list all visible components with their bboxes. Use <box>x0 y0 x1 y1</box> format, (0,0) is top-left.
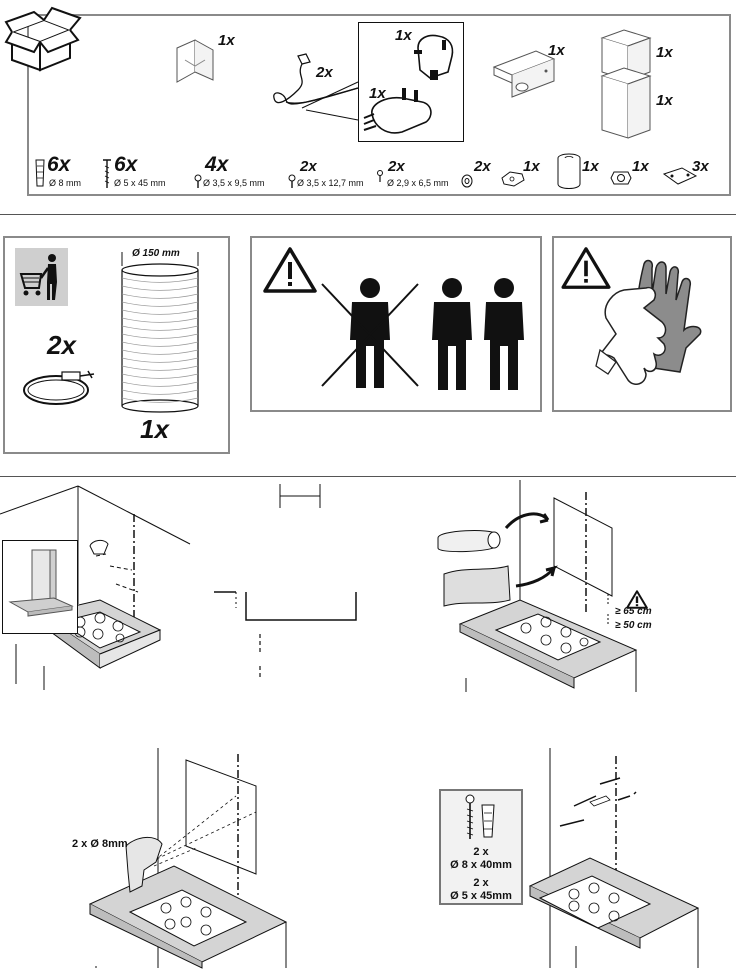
eu-plug-icon <box>363 88 432 134</box>
screw-qty-2: 2 x <box>473 877 489 889</box>
single-person-crossed-icon <box>321 278 419 388</box>
screw-small-icon-3 <box>377 170 383 182</box>
chimney-lower-qty: 1x <box>656 92 673 109</box>
screw-kit-callout <box>439 789 523 905</box>
min-height-top: ≥ 65 cm <box>615 606 652 617</box>
fixing-qty-7: 1x <box>523 158 540 175</box>
callout-leader-lines <box>301 81 359 121</box>
step4-fixing-illustration <box>528 748 700 968</box>
divider-1 <box>0 214 736 215</box>
fixing-qty-6: 2x <box>474 158 491 175</box>
warning-triangle-icon-2 <box>561 247 611 289</box>
cable-icon <box>273 53 359 105</box>
min-height-bottom: ≥ 50 cm <box>615 620 652 631</box>
chimney-upper-qty: 1x <box>656 44 673 61</box>
parts-box-frame <box>27 14 731 196</box>
step2-template-illustration <box>437 480 638 692</box>
duct-diameter: Ø 150 mm <box>132 248 180 259</box>
two-person-warning-frame <box>250 236 542 412</box>
gloves-warning-frame <box>552 236 732 412</box>
clip-icon <box>501 171 525 187</box>
bracket-icon <box>176 39 214 83</box>
screw-and-plug-icon <box>465 794 495 839</box>
protective-gloves-icon <box>595 259 702 385</box>
shopping-cart-icon <box>15 248 68 306</box>
fixing-size-2: Ø 5 x 45 mm <box>114 178 166 188</box>
measurement-diagram <box>214 484 357 680</box>
screw-size-1: Ø 8 x 40mm <box>450 859 512 871</box>
bracket-qty: 1x <box>218 32 235 49</box>
drill-label: 2 x Ø 8mm <box>72 838 128 850</box>
washer-icon <box>461 174 473 188</box>
open-box-icon <box>4 6 82 72</box>
fixing-qty-10: 3x <box>692 158 709 175</box>
step3-drilling-illustration <box>88 748 288 969</box>
divider-2 <box>0 476 736 477</box>
wall-bracket-qty: 1x <box>548 42 565 59</box>
fixing-qty-8: 1x <box>582 158 599 175</box>
eu-plug-qty: 1x <box>369 85 386 102</box>
flexible-duct-icon <box>121 263 199 413</box>
plate-icon <box>662 167 698 185</box>
screw-small-icon-1 <box>194 174 202 188</box>
fixing-qty-3: 4x <box>205 153 229 176</box>
duct-qty: 1x <box>140 414 169 444</box>
nut-icon <box>610 171 632 185</box>
screw-small-icon-2 <box>288 174 296 188</box>
spacer-tube-icon <box>557 153 581 189</box>
duct-dimension-line <box>121 252 199 266</box>
hood-icon <box>8 549 74 617</box>
uk-plug-icon <box>414 34 454 80</box>
optional-parts-frame <box>3 236 230 454</box>
clamp-qty: 2x <box>47 330 76 360</box>
fixing-qty-5: 2x <box>388 158 405 175</box>
fixing-size-4: Ø 3,5 x 12,7 mm <box>297 178 364 188</box>
fixing-qty-4: 2x <box>300 158 317 175</box>
fixing-size-1: Ø 8 mm <box>49 178 82 188</box>
chimney-lower-icon <box>600 67 652 139</box>
screw-large-icon <box>103 159 111 188</box>
fixing-qty-1: 6x <box>47 153 71 176</box>
fixing-size-3: Ø 3,5 x 9,5 mm <box>203 178 265 188</box>
screw-qty-1: 2 x <box>473 846 489 858</box>
fixing-size-5: Ø 2,9 x 6,5 mm <box>387 178 449 188</box>
wall-plug-icon <box>35 159 45 187</box>
fixing-qty-9: 1x <box>632 158 649 175</box>
warning-triangle-icon <box>263 247 317 293</box>
two-persons-icon <box>432 278 524 390</box>
uk-plug-qty: 1x <box>395 27 412 44</box>
fixing-qty-2: 6x <box>114 153 138 176</box>
hose-clamp-icon <box>23 370 95 405</box>
cable-qty: 2x <box>316 64 333 81</box>
warning-triangle-icon-3 <box>626 590 648 609</box>
wall-bracket-icon <box>492 50 556 98</box>
screw-size-2: Ø 5 x 45mm <box>450 890 512 902</box>
